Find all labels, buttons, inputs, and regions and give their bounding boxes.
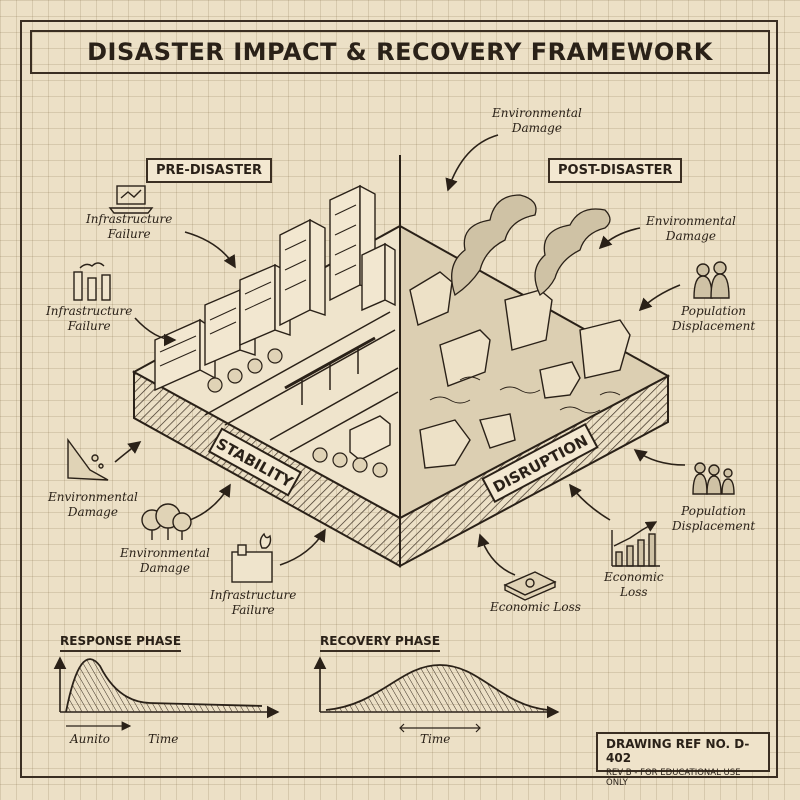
page-title: DISASTER IMPACT & RECOVERY FRAMEWORK — [87, 38, 713, 66]
landslide-icon — [67, 437, 109, 481]
building-windows — [159, 204, 357, 367]
title-box: DISASTER IMPACT & RECOVERY FRAMEWORK — [30, 30, 770, 74]
connector-arrows — [114, 134, 686, 576]
response-curve — [65, 658, 263, 713]
response-chart — [53, 656, 280, 731]
response-fill — [66, 659, 262, 712]
city-buildings — [154, 184, 396, 461]
ruined-buildings — [409, 271, 631, 469]
roads-and-railway — [204, 311, 399, 453]
reference-box: DRAWING REF NO. D-402 REV B - FOR EDUCAT… — [596, 732, 770, 788]
laptop-icon — [108, 185, 154, 214]
response-x-label: Time — [148, 732, 179, 746]
trees — [207, 348, 388, 478]
recovery-curve — [325, 664, 549, 711]
response-start-label: Aunito — [70, 732, 111, 746]
post-disaster-tag: POST-DISASTER — [548, 158, 683, 183]
people-icon — [693, 261, 730, 299]
cash-stack-icon — [503, 571, 557, 601]
drawing-ref: DRAWING REF NO. D-402 — [606, 737, 750, 765]
outer-frame — [20, 20, 778, 778]
factory-icon — [73, 262, 111, 301]
recovery-phase-title: RECOVERY PHASE — [320, 634, 441, 652]
response-phase-title: RESPONSE PHASE — [60, 634, 182, 652]
revision-note: REV B - FOR EDUCATIONAL USE ONLY — [606, 768, 741, 788]
pre-disaster-tag: PRE-DISASTER — [146, 158, 272, 183]
recovery-chart — [313, 656, 560, 733]
rising-chart-icon — [611, 521, 660, 567]
family-icon — [692, 462, 735, 495]
burning-factory-icon — [231, 532, 273, 583]
recovery-fill — [326, 665, 548, 712]
trees-icon — [141, 503, 192, 540]
recovery-x-label: Time — [420, 732, 451, 746]
smoke-plumes — [451, 194, 611, 297]
label-economic-loss-2: Economic Loss — [490, 600, 581, 614]
